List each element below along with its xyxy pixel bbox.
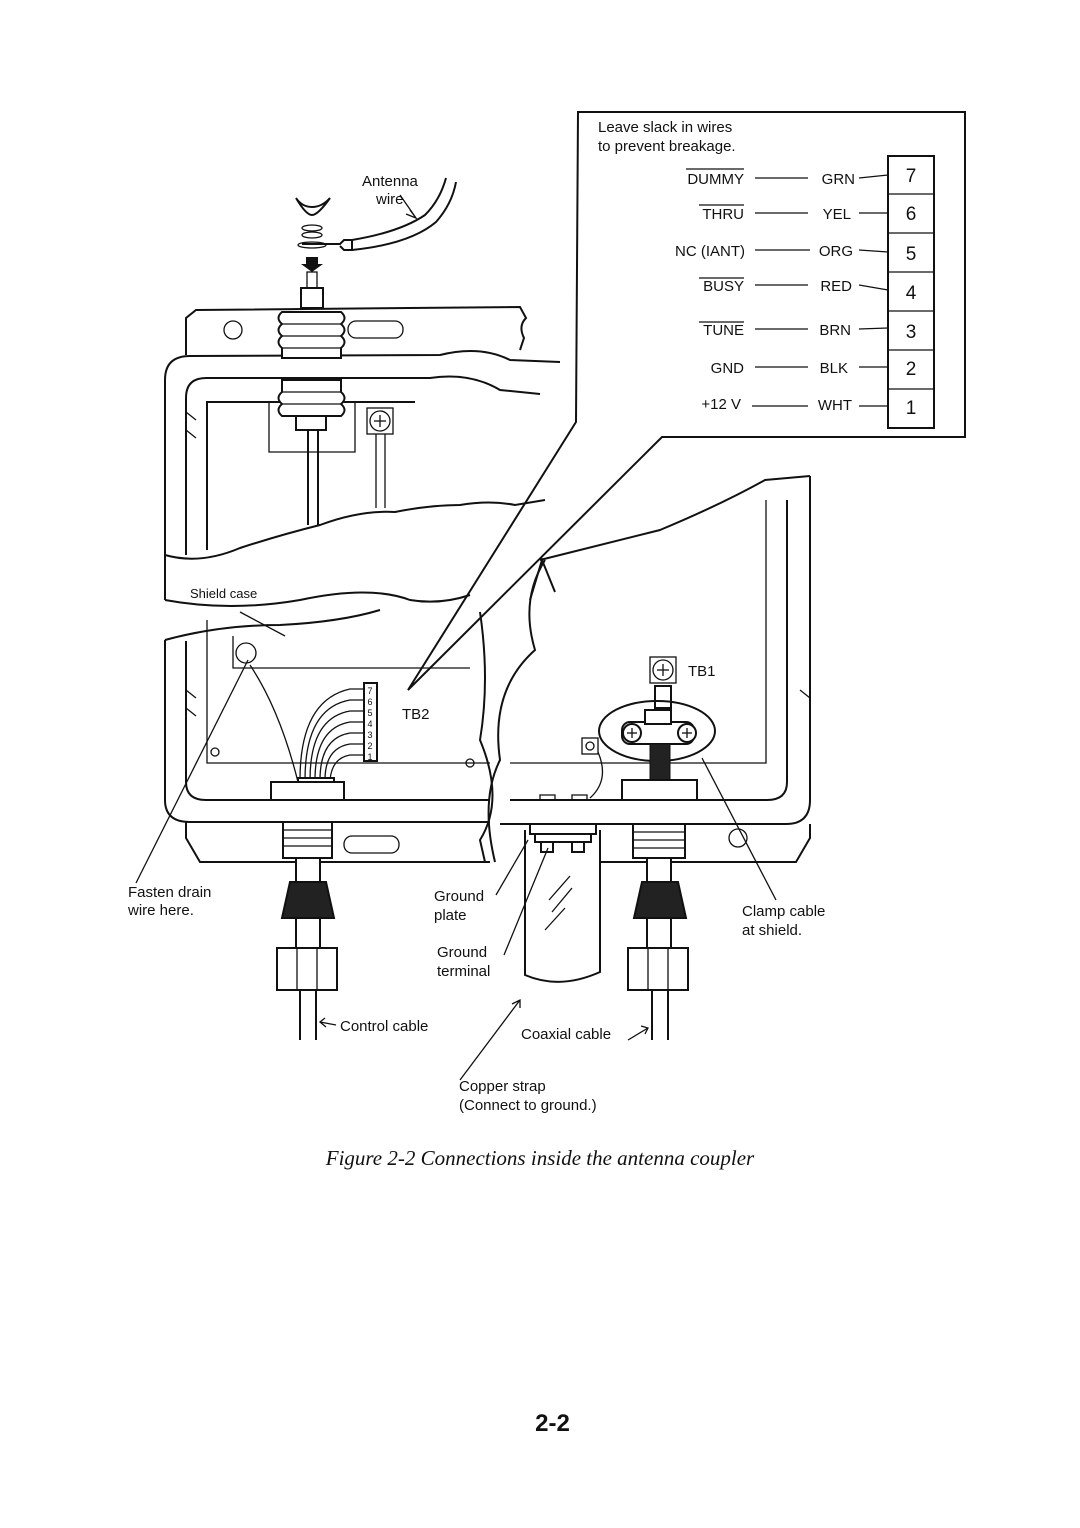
ground-terminal-label-1: Ground bbox=[437, 944, 487, 961]
lower-housing: Shield case bbox=[164, 475, 811, 863]
tb2-terminal-block: 7 6 5 4 3 2 1 TB2 bbox=[249, 664, 430, 785]
tb2-pin-3: 3 bbox=[367, 730, 372, 740]
antenna-wire-label-2: wire bbox=[375, 191, 404, 208]
copper-strap-label-2: (Connect to ground.) bbox=[459, 1097, 597, 1114]
shield-case-label: Shield case bbox=[190, 586, 257, 601]
ground-terminal-label-2: terminal bbox=[437, 963, 490, 980]
wire-color-blk: BLK bbox=[820, 360, 848, 377]
terminal-4: 4 bbox=[906, 283, 917, 304]
clamp-cable-label-2: at shield. bbox=[742, 922, 802, 939]
signal-busy: BUSY bbox=[703, 278, 744, 295]
down-arrow-icon bbox=[301, 257, 323, 272]
wire-color-red: RED bbox=[820, 278, 852, 295]
tb2-label: TB2 bbox=[402, 706, 430, 723]
callout-note-line1: Leave slack in wires bbox=[598, 119, 732, 136]
coaxial-cable-gland: Coaxial cable bbox=[521, 823, 689, 1043]
wire-color-grn: GRN bbox=[822, 171, 855, 188]
terminal-1: 1 bbox=[906, 398, 917, 419]
upper-housing bbox=[164, 305, 561, 600]
terminal-strip bbox=[887, 155, 935, 429]
figure-caption: Figure 2-2 Connections inside the antenn… bbox=[325, 1146, 755, 1170]
tb1-label: TB1 bbox=[688, 663, 716, 680]
antenna-wire-label-1: Antenna bbox=[362, 173, 419, 190]
copper-strap-label-1: Copper strap bbox=[459, 1078, 546, 1095]
signal-thru: THRU bbox=[702, 206, 744, 223]
terminal-6: 6 bbox=[906, 204, 917, 225]
callout-leaders bbox=[135, 659, 777, 956]
page-number: 2-2 bbox=[535, 1410, 570, 1437]
terminal-7: 7 bbox=[906, 166, 917, 187]
signal-12v: +12 V bbox=[701, 396, 741, 413]
ground-plate-label-1: Ground bbox=[434, 888, 484, 905]
callout-note-line2: to prevent breakage. bbox=[598, 138, 736, 155]
clamp-cable-label-1: Clamp cable bbox=[742, 903, 825, 920]
fasten-drain-label-2: wire here. bbox=[127, 902, 194, 919]
ground-plate-assembly bbox=[459, 823, 601, 1081]
control-cable-gland: Control cable bbox=[270, 781, 428, 1040]
signal-dummy: DUMMY bbox=[687, 171, 744, 188]
terminal-2: 2 bbox=[906, 359, 917, 380]
signal-tune: TUNE bbox=[703, 322, 744, 339]
ground-plate-label-2: plate bbox=[434, 907, 467, 924]
signal-nc-iant: NC (IANT) bbox=[675, 243, 745, 260]
wire-color-org: ORG bbox=[819, 243, 853, 260]
coaxial-cable-label: Coaxial cable bbox=[521, 1026, 611, 1043]
signal-gnd: GND bbox=[711, 360, 745, 377]
terminal-5: 5 bbox=[906, 244, 917, 265]
wire-color-wht: WHT bbox=[818, 397, 852, 414]
tb2-pin-2: 2 bbox=[367, 741, 372, 751]
wire-color-brn: BRN bbox=[819, 322, 851, 339]
tb1-and-clamp: TB1 bbox=[581, 656, 716, 801]
tb2-pin-6: 6 bbox=[367, 697, 372, 707]
antenna-terminal-assembly: Antenna wire bbox=[295, 173, 457, 309]
tb2-pin-4: 4 bbox=[367, 719, 372, 729]
wiring-callout: Leave slack in wires to prevent breakage… bbox=[407, 111, 966, 691]
terminal-3: 3 bbox=[906, 322, 917, 343]
tb2-pin-5: 5 bbox=[367, 708, 372, 718]
control-cable-label: Control cable bbox=[340, 1018, 428, 1035]
tb2-pin-7: 7 bbox=[367, 686, 372, 696]
fasten-drain-label-1: Fasten drain bbox=[128, 884, 211, 901]
wire-color-yel: YEL bbox=[823, 206, 851, 223]
tb2-pin-1: 1 bbox=[367, 752, 372, 762]
